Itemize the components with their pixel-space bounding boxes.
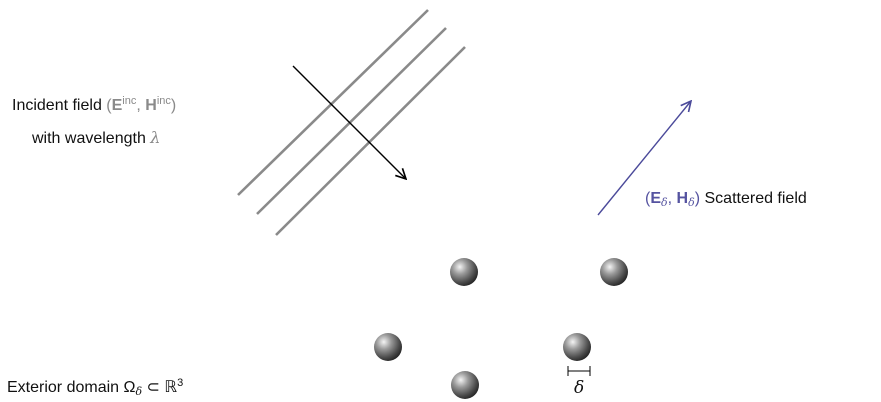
- incident-close-paren: ): [170, 97, 177, 114]
- sphere-left: [374, 333, 402, 361]
- reals-symbol: ℝ: [164, 379, 178, 396]
- incident-e-symbol: E: [111, 97, 123, 114]
- incident-h-symbol: H: [145, 97, 157, 114]
- exterior-domain-text: Exterior domain: [7, 379, 120, 396]
- scattered-arrow: [597, 101, 691, 216]
- exterior-domain-label: Exterior domain Ωδ ⊂ ℝ3: [7, 377, 184, 398]
- incident-h-sup: inc: [156, 95, 171, 107]
- delta-bracket-icon: [567, 366, 591, 376]
- incident-open-paren: (: [106, 97, 112, 114]
- incident-comma: ,: [136, 97, 141, 114]
- reals-power: 3: [177, 377, 184, 389]
- sphere-bottom: [451, 371, 479, 399]
- wave-line-1: [237, 9, 429, 196]
- wavelength-text: with wavelength: [32, 130, 146, 147]
- scattered-comma: ,: [667, 190, 673, 207]
- wave-line-3: [275, 46, 466, 236]
- scattered-field-text: Scattered field: [704, 190, 807, 207]
- scattered-h-symbol: H: [676, 190, 689, 207]
- wave-line-2: [256, 27, 447, 215]
- incident-e-sup: inc: [122, 95, 137, 107]
- omega-sub: δ: [135, 385, 143, 398]
- scattered-e-sub: δ: [661, 196, 668, 209]
- wavelength-label: with wavelength λ: [32, 130, 160, 147]
- scattered-e-symbol: E: [650, 190, 661, 207]
- wavelength-lambda: λ: [150, 128, 161, 147]
- sphere-top-right: [600, 258, 628, 286]
- delta-label: δ: [574, 378, 585, 398]
- incident-field-label: Incident field (Einc, Hinc): [12, 96, 176, 114]
- omega-symbol: Ω: [123, 379, 136, 396]
- incident-field-text: Incident field: [12, 97, 102, 114]
- scattered-field-label: (Eδ, Hδ) Scattered field: [645, 190, 807, 209]
- subset-symbol: ⊂: [146, 379, 160, 396]
- scattered-open-paren: (: [645, 190, 651, 207]
- sphere-right: [563, 333, 591, 361]
- scattered-close-paren: ): [694, 190, 701, 207]
- incident-arrow: [292, 65, 406, 179]
- sphere-top-left: [450, 258, 478, 286]
- scattered-h-sub: δ: [688, 196, 695, 209]
